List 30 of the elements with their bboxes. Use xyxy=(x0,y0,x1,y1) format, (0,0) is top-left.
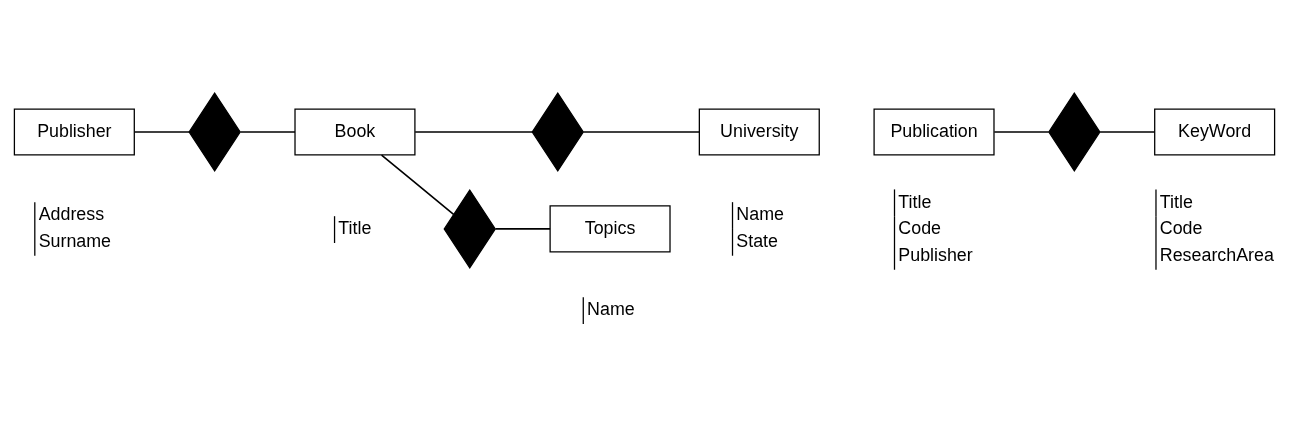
node-box: Publication xyxy=(873,107,995,156)
node-label: Title xyxy=(338,217,372,238)
node-label: ResearchArea xyxy=(1159,244,1274,265)
connector xyxy=(380,153,455,215)
node-label: Name xyxy=(587,298,635,319)
node-label: Title xyxy=(1159,191,1193,212)
connector xyxy=(414,130,533,133)
connector xyxy=(993,130,1050,133)
node-diamond xyxy=(443,188,497,269)
node-diamond xyxy=(188,91,241,172)
node-label: Address xyxy=(38,203,105,224)
node-box: Book xyxy=(294,107,416,156)
node-label: Publisher xyxy=(898,244,973,265)
connector xyxy=(133,130,190,133)
connector xyxy=(1099,130,1156,133)
connector xyxy=(494,227,551,230)
connector xyxy=(582,130,700,133)
node-label: Code xyxy=(898,217,941,238)
node-diamond xyxy=(531,91,585,172)
node-label: Code xyxy=(1159,217,1203,238)
connector xyxy=(239,130,296,133)
node-diamond xyxy=(1048,91,1101,172)
node-label: Surname xyxy=(38,230,112,251)
node-box: Publisher xyxy=(13,107,135,156)
node-box: Topics xyxy=(549,204,671,253)
node-label: State xyxy=(736,230,779,251)
node-label: Name xyxy=(736,203,784,224)
node-box: University xyxy=(698,107,820,156)
node-box: KeyWord xyxy=(1154,107,1276,156)
node-label: Title xyxy=(898,191,932,212)
